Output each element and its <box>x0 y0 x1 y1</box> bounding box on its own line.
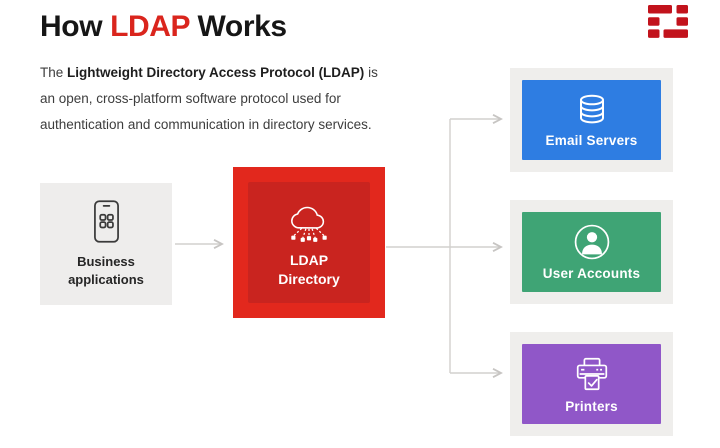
page-title: How LDAP Works <box>40 10 287 44</box>
business-label-line2: applications <box>68 272 144 287</box>
node-user-accounts: User Accounts <box>510 200 673 304</box>
node-printers: Printers <box>510 332 673 436</box>
printers-label: Printers <box>565 399 618 414</box>
cloud-directory-icon <box>284 197 334 243</box>
user-icon <box>573 223 611 261</box>
business-applications-label: Business applications <box>68 253 144 289</box>
title-part-ldap: LDAP <box>110 10 190 43</box>
node-ldap-directory: LDAP Directory <box>233 167 385 318</box>
ldap-directory-inner-panel: LDAP Directory <box>248 182 370 303</box>
email-servers-label: Email Servers <box>545 133 638 148</box>
printer-icon <box>571 354 613 394</box>
business-label-line1: Business <box>77 254 135 269</box>
node-business-applications: Business applications <box>40 183 172 305</box>
node-email-servers: Email Servers <box>510 68 673 172</box>
intro-text-start: The <box>40 65 68 80</box>
printers-panel: Printers <box>522 344 661 424</box>
user-accounts-label: User Accounts <box>542 266 641 281</box>
smartphone-apps-icon <box>93 199 120 244</box>
ldap-directory-label: LDAP Directory <box>278 251 339 289</box>
ldap-label-line1: LDAP <box>289 251 329 268</box>
email-servers-panel: Email Servers <box>522 80 661 160</box>
title-part-1: How <box>40 10 111 43</box>
fortinet-logo <box>648 5 688 38</box>
ldap-label-line2: Directory <box>278 270 340 287</box>
intro-text-end: is an open, cross-platform software prot… <box>40 65 378 132</box>
user-accounts-panel: User Accounts <box>522 212 661 292</box>
title-part-3: Works <box>189 10 288 43</box>
database-icon <box>574 92 610 128</box>
intro-paragraph: The Lightweight Directory Access Protoco… <box>40 60 385 138</box>
intro-text-bold: Lightweight Directory Access Protocol (L… <box>67 65 365 80</box>
